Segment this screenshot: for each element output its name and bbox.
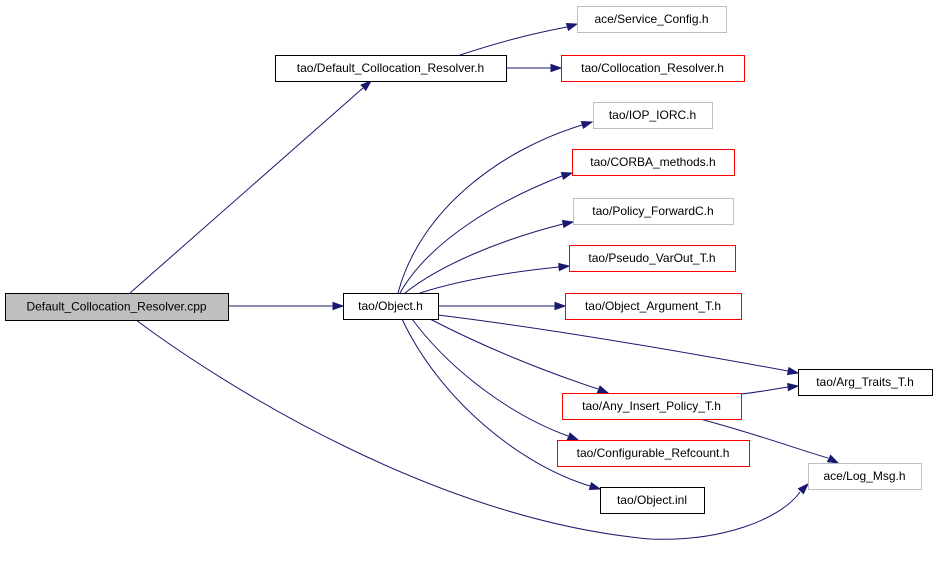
node-box [343,293,439,320]
node-label: tao/Object.h [358,299,423,313]
node-box [561,55,745,82]
node-label: tao/Pseudo_VarOut_T.h [588,251,715,265]
arrowhead [580,120,594,130]
node-label: tao/CORBA_methods.h [590,155,715,169]
node-label: tao/Any_Insert_Policy_T.h [582,399,721,413]
node-label: tao/Arg_Traits_T.h [816,375,914,389]
edge-object-h-to-object-argument-t-h [438,301,567,311]
node-object-h[interactable]: tao/Object.h [343,293,439,320]
edge-line [411,318,569,437]
arrowhead [550,63,563,73]
node-label: tao/Object.inl [617,493,687,507]
edge-line [401,318,591,487]
node-box [562,393,742,420]
arrowhead [360,80,373,92]
arrowhead [332,301,345,311]
node-label: tao/Policy_ForwardC.h [592,204,713,218]
edge-object-h-to-pseudo-varout-t-h [419,262,571,294]
edge-object-h-to-corba-methods-h [399,171,574,294]
node-service-config-h[interactable]: ace/Service_Config.h [577,6,727,33]
edge-object-h-to-arg-traits-t-h [437,314,800,376]
arrowhead [787,382,800,392]
node-box [275,55,507,82]
node-box [808,463,922,490]
node-box [557,440,750,467]
arrowhead [588,481,602,491]
arrowhead [826,454,840,464]
node-label: tao/Object_Argument_T.h [585,299,721,313]
edge-line [135,319,801,540]
node-label: tao/IOP_IORC.h [609,108,696,122]
edge-line [399,175,563,294]
arrowhead [797,482,810,495]
node-pseudo-varout-t-h[interactable]: tao/Pseudo_VarOut_T.h [569,245,736,272]
node-label: ace/Log_Msg.h [823,469,905,483]
edge-line [419,266,560,294]
arrowhead [558,262,571,272]
arrowhead [554,301,567,311]
edge-line [429,318,599,390]
node-configurable-refcount-h[interactable]: tao/Configurable_Refcount.h [557,440,750,467]
node-box [593,102,713,129]
edge-line [129,87,364,294]
node-box [600,487,705,514]
node-box [573,198,734,225]
dependency-edges [129,22,840,540]
arrowhead [566,432,580,441]
node-label: Default_Collocation_Resolver.cpp [26,300,206,314]
node-box [798,369,933,396]
node-box [577,6,727,33]
arrowhead [560,171,574,181]
edge-object-h-to-iop-iorc-h [397,120,594,294]
node-collocation-resolver-h[interactable]: tao/Collocation_Resolver.h [561,55,745,82]
edge-line [699,418,829,459]
edge-line [437,314,789,372]
node-box [572,149,735,176]
node-label: ace/Service_Config.h [594,12,708,26]
node-any-insert-policy-t-h[interactable]: tao/Any_Insert_Policy_T.h [562,393,742,420]
edge-default-collocation-resolver-h-to-service-config-h [459,22,579,56]
edge-root-to-log-msg-h [135,319,810,540]
edge-line [740,386,789,395]
edge-line [404,223,564,294]
edge-object-h-to-any-insert-policy-t-h [429,318,610,394]
node-default-collocation-resolver-h[interactable]: tao/Default_Collocation_Resolver.h [275,55,507,82]
node-iop-iorc-h[interactable]: tao/IOP_IORC.h [593,102,713,129]
node-label: tao/Configurable_Refcount.h [577,446,730,460]
node-policy-forwardc-h[interactable]: tao/Policy_ForwardC.h [573,198,734,225]
edge-default-collocation-resolver-h-to-collocation-resolver-h [506,63,563,73]
node-box [565,293,742,320]
edge-object-h-to-object-inl [401,318,602,491]
edge-line [397,124,583,294]
edge-object-h-to-policy-forwardc-h [404,219,575,294]
node-box [569,245,736,272]
node-label: tao/Collocation_Resolver.h [581,61,724,75]
node-object-inl[interactable]: tao/Object.inl [600,487,705,514]
node-object-argument-t-h[interactable]: tao/Object_Argument_T.h [565,293,742,320]
arrowhead [596,385,610,394]
node-label: tao/Default_Collocation_Resolver.h [297,61,484,75]
node-arg-traits-t-h[interactable]: tao/Arg_Traits_T.h [798,369,933,396]
arrowhead [786,366,800,376]
edge-root-to-object-h [228,301,345,311]
arrowhead [561,219,575,229]
node-corba-methods-h[interactable]: tao/CORBA_methods.h [572,149,735,176]
edge-root-to-default-collocation-resolver-h [129,80,373,294]
node-root[interactable]: Default_Collocation_Resolver.cpp [5,293,229,321]
edge-object-h-to-configurable-refcount-h [411,318,580,441]
edge-any-insert-policy-t-h-to-log-msg-h [699,418,840,464]
edge-line [459,26,568,56]
node-box [5,293,229,321]
file-nodes: Default_Collocation_Resolver.cpp tao/Defa… [5,6,933,514]
node-log-msg-h[interactable]: ace/Log_Msg.h [808,463,922,490]
edge-any-insert-policy-t-h-to-arg-traits-t-h [740,382,800,395]
arrowhead [565,22,579,32]
